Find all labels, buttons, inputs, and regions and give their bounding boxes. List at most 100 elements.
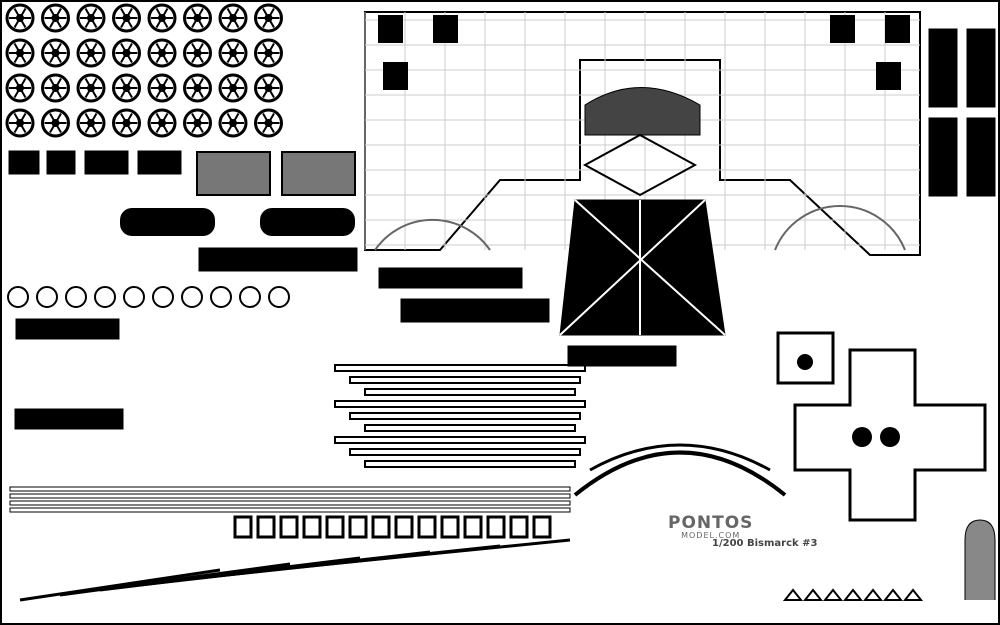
wheel-part xyxy=(147,3,177,33)
wheel-spoke xyxy=(232,17,240,29)
small-wheel-part xyxy=(36,286,58,308)
logo-site: MODEL.COM xyxy=(681,531,741,540)
wheel-spoke xyxy=(49,17,57,29)
wheel-part xyxy=(147,38,177,68)
window-frame-part xyxy=(965,116,997,198)
wheel-spoke xyxy=(232,87,240,99)
wheel-spoke xyxy=(13,7,21,19)
wheel-spoke xyxy=(13,77,21,89)
wheel-spoke xyxy=(125,77,133,89)
wheel-part xyxy=(112,3,141,33)
wheel-part xyxy=(5,3,35,33)
wheel-part xyxy=(41,108,70,138)
wheel-spoke xyxy=(49,112,57,124)
panel-part xyxy=(399,297,551,324)
wheel-spoke xyxy=(262,112,270,124)
wheel-spoke xyxy=(196,42,204,54)
deck-arc xyxy=(774,204,906,251)
mesh-door-part xyxy=(964,519,996,600)
wheel-spoke xyxy=(191,87,199,99)
wheel-part xyxy=(254,73,283,103)
wheel-spoke xyxy=(226,122,234,134)
wheel-spoke xyxy=(226,77,234,89)
wheel-spoke xyxy=(226,112,234,124)
deck-hatch xyxy=(383,62,408,90)
wheel-spoke xyxy=(161,17,169,29)
wheel-part xyxy=(218,108,248,138)
window-part xyxy=(256,515,276,539)
wheel-spoke xyxy=(54,7,62,19)
panel-part xyxy=(566,344,678,368)
wheel-spoke xyxy=(54,112,62,124)
wheel-part xyxy=(254,3,283,33)
wheel-spoke xyxy=(155,87,163,99)
wheel-spoke xyxy=(125,122,133,134)
window-part xyxy=(233,515,253,539)
long-strip-part xyxy=(9,493,571,499)
rail-part xyxy=(364,388,576,396)
long-strip-part xyxy=(9,507,571,513)
wheel-spoke xyxy=(196,87,204,99)
bracket-small-part xyxy=(862,588,884,601)
strip-part xyxy=(219,538,571,577)
window-part xyxy=(532,515,552,539)
fret-title: 1/200 Bismarck #3 xyxy=(712,538,818,549)
wheel-spoke xyxy=(13,42,21,54)
wheel-spoke xyxy=(161,7,169,19)
wheel-part xyxy=(76,38,106,68)
panel-part xyxy=(197,246,359,273)
wheel-spoke xyxy=(54,42,62,54)
wheel-spoke xyxy=(196,52,204,64)
window-part xyxy=(325,515,345,539)
wheel-spoke xyxy=(120,122,128,134)
wheel-part xyxy=(183,3,212,33)
strip-part xyxy=(19,568,221,602)
wheel-spoke xyxy=(161,77,169,89)
wheel-spoke xyxy=(191,42,199,54)
wheel-spoke xyxy=(13,52,21,64)
wheel-spoke xyxy=(226,87,234,99)
wheel-spoke xyxy=(13,87,21,99)
wheel-spoke xyxy=(262,52,270,64)
window-part xyxy=(348,515,368,539)
wheel-spoke xyxy=(19,122,27,134)
window-part xyxy=(509,515,529,539)
wheel-spoke xyxy=(49,42,57,54)
wheel-spoke xyxy=(19,52,27,64)
logo-brand: PONTOS xyxy=(668,513,754,533)
wheel-part xyxy=(76,3,106,33)
wheel-spoke xyxy=(262,42,270,54)
wheel-part xyxy=(254,38,283,68)
wheel-spoke xyxy=(90,112,98,124)
window-part xyxy=(463,515,483,539)
wheel-spoke xyxy=(161,112,169,124)
wheel-spoke xyxy=(84,52,92,64)
wheel-spoke xyxy=(120,42,128,54)
bracket-small-part xyxy=(842,588,864,601)
wheel-spoke xyxy=(90,52,98,64)
small-wheel-part xyxy=(239,286,261,308)
wheel-spoke xyxy=(161,87,169,99)
rail-part xyxy=(349,376,581,384)
wheel-spoke xyxy=(13,17,21,29)
wheel-spoke xyxy=(267,17,275,29)
wheel-spoke xyxy=(125,87,133,99)
wheel-spoke xyxy=(191,17,199,29)
wheel-spoke xyxy=(155,42,163,54)
window-part xyxy=(302,515,322,539)
wheel-spoke xyxy=(120,17,128,29)
mesh-part xyxy=(196,151,356,196)
deck-hatch xyxy=(378,15,403,43)
window-part xyxy=(279,515,299,539)
window-part xyxy=(486,515,506,539)
wheel-spoke xyxy=(49,7,57,19)
window-part xyxy=(371,515,391,539)
window-part xyxy=(417,515,437,539)
small-wheel-part xyxy=(65,286,87,308)
wheel-part xyxy=(218,3,248,33)
wheel-spoke xyxy=(196,122,204,134)
wheel-spoke xyxy=(267,52,275,64)
wheel-part xyxy=(147,73,177,103)
wheel-spoke xyxy=(196,17,204,29)
